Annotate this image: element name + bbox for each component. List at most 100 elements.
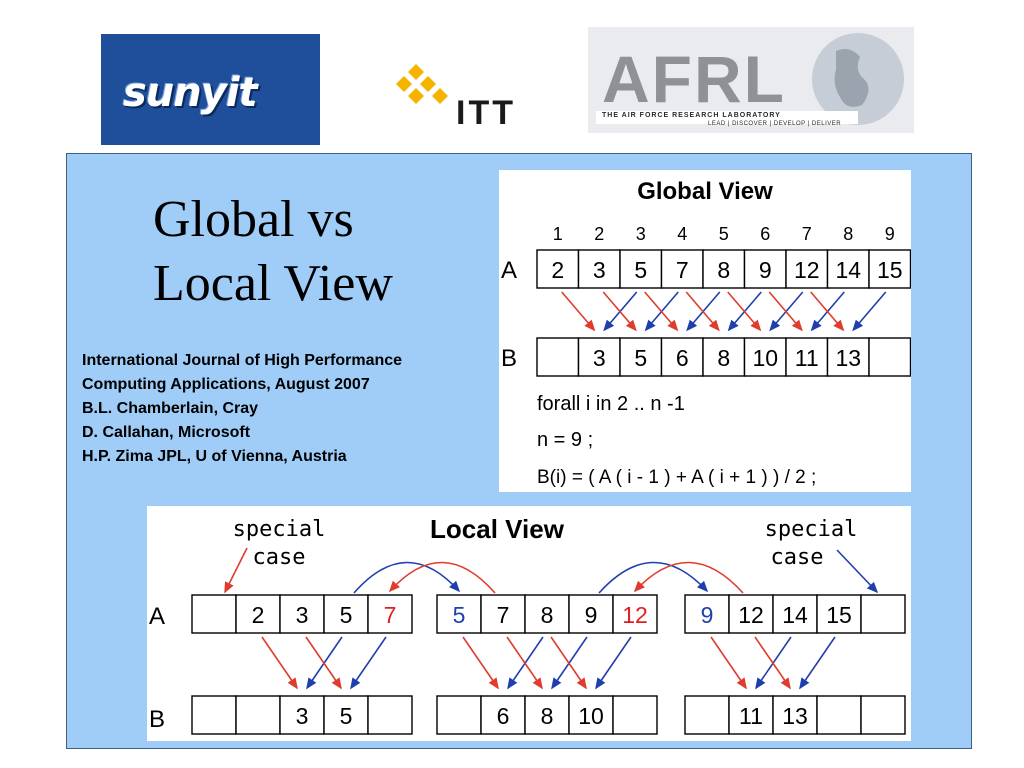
special-case-arrow-right <box>836 549 879 594</box>
array-b-value: 6 <box>676 345 689 371</box>
local-array-a-cell <box>191 594 237 634</box>
blue-dependency-arrow <box>799 636 836 690</box>
index-label: 8 <box>843 224 853 244</box>
citation-line: International Journal of High Performanc… <box>82 352 403 369</box>
array-a-cell <box>785 249 829 289</box>
blue-dependency-arrow <box>350 636 387 690</box>
slide-title-line-1: Global vs <box>153 191 354 248</box>
citation-line: B.L. Chamberlain, Cray <box>82 400 259 417</box>
code-line: n = 9 ; <box>537 429 593 451</box>
red-dependency-arrow <box>810 291 845 332</box>
local-array-b-value: 10 <box>578 703 604 729</box>
local-array-a-value: 12 <box>622 602 648 628</box>
local-array-a-cell <box>480 594 526 634</box>
local-array-b-cell <box>728 695 774 735</box>
array-a-cell <box>743 249 787 289</box>
halo-exchange-arc <box>633 561 744 594</box>
local-array-a-value: 9 <box>701 602 714 628</box>
afrl-tagline-band <box>596 111 858 124</box>
local-array-b-cell <box>279 695 325 735</box>
local-array-a-value: 15 <box>826 602 852 628</box>
itt-diamond-icon <box>396 64 448 104</box>
afrl-logo: AFRL THE AIR FORCE RESEARCH LABORATORY L… <box>588 27 914 133</box>
local-array-b-cell <box>772 695 818 735</box>
blue-dependency-arrow <box>507 636 544 690</box>
local-array-a-value: 5 <box>340 602 353 628</box>
index-label: 2 <box>594 224 604 244</box>
red-dependency-arrow <box>506 636 543 690</box>
code-line: forall i in 2 .. n -1 <box>537 393 685 415</box>
array-b-cell <box>868 337 911 377</box>
red-dependency-arrow <box>561 291 596 332</box>
local-array-b-cell <box>860 695 906 735</box>
array-a-cell <box>868 249 911 289</box>
row-a-label: A <box>501 257 517 284</box>
array-a-cell <box>702 249 746 289</box>
citation-line: H.P. Zima JPL, U of Vienna, Austria <box>82 448 347 465</box>
local-array-a-cell <box>436 594 482 634</box>
local-array-b-value: 8 <box>541 703 554 729</box>
sunyit-logo: sunyit <box>101 34 320 145</box>
local-array-a-cell <box>860 594 906 634</box>
special-case-label-left: special <box>233 517 326 542</box>
special-case-arrow-left <box>224 547 248 594</box>
afrl-motto: LEAD | DISCOVER | DEVELOP | DELIVER <box>708 121 842 127</box>
special-case-label-right: case <box>771 545 824 570</box>
local-array-a-value: 2 <box>252 602 265 628</box>
red-dependency-arrow <box>727 291 762 332</box>
halo-exchange-arc <box>353 561 461 594</box>
local-array-a-cell <box>568 594 614 634</box>
array-b-cell <box>619 337 663 377</box>
array-a-value: 2 <box>551 257 564 283</box>
local-array-a-cell <box>816 594 862 634</box>
local-array-a-cell <box>323 594 369 634</box>
code-line: B(i) = ( A ( i - 1 ) + A ( i + 1 ) ) / 2… <box>537 467 816 488</box>
itt-logo: ITT <box>394 60 534 132</box>
slide-title-line-2: Local View <box>153 255 393 312</box>
local-array-b-value: 3 <box>296 703 309 729</box>
array-a-cell <box>619 249 663 289</box>
local-array-b-cell <box>684 695 730 735</box>
array-b-value: 10 <box>752 345 778 371</box>
local-array-b-value: 5 <box>340 703 353 729</box>
local-array-b-cell <box>367 695 413 735</box>
row-b-label: B <box>149 706 165 733</box>
local-array-a-value: 7 <box>497 602 510 628</box>
array-a-value: 8 <box>717 257 730 283</box>
index-label: 6 <box>760 224 770 244</box>
local-array-a-value: 9 <box>585 602 598 628</box>
red-dependency-arrow <box>644 291 679 332</box>
local-array-b-value: 6 <box>497 703 510 729</box>
local-array-a-value: 12 <box>738 602 764 628</box>
array-b-value: 13 <box>835 345 861 371</box>
blue-dependency-arrow <box>306 636 343 690</box>
blue-dependency-arrow <box>755 636 792 690</box>
blue-dependency-arrow <box>551 636 588 690</box>
blue-dependency-arrow <box>852 291 887 332</box>
global-view-title: Global View <box>637 178 773 205</box>
red-dependency-arrow <box>602 291 637 332</box>
row-b-label: B <box>501 345 517 372</box>
citation-block: International Journal of High Performanc… <box>82 349 402 469</box>
red-dependency-arrow <box>768 291 803 332</box>
local-array-a-value: 3 <box>296 602 309 628</box>
index-label: 9 <box>885 224 895 244</box>
local-array-b-cell <box>612 695 658 735</box>
local-array-a-cell <box>367 594 413 634</box>
array-b-value: 8 <box>717 345 730 371</box>
red-dependency-arrow <box>710 636 747 690</box>
local-array-b-cell <box>235 695 281 735</box>
red-dependency-arrow <box>754 636 791 690</box>
array-b-cell <box>577 337 621 377</box>
special-case-label-left: case <box>253 545 306 570</box>
local-array-b-cell <box>816 695 862 735</box>
local-array-b-cell <box>480 695 526 735</box>
array-b-cell <box>785 337 829 377</box>
special-case-label-right: special <box>765 517 858 542</box>
array-a-value: 12 <box>794 257 820 283</box>
afrl-tagline: THE AIR FORCE RESEARCH LABORATORY <box>602 112 781 119</box>
row-a-label: A <box>149 603 165 630</box>
index-label: 4 <box>677 224 687 244</box>
red-dependency-arrow <box>261 636 298 690</box>
